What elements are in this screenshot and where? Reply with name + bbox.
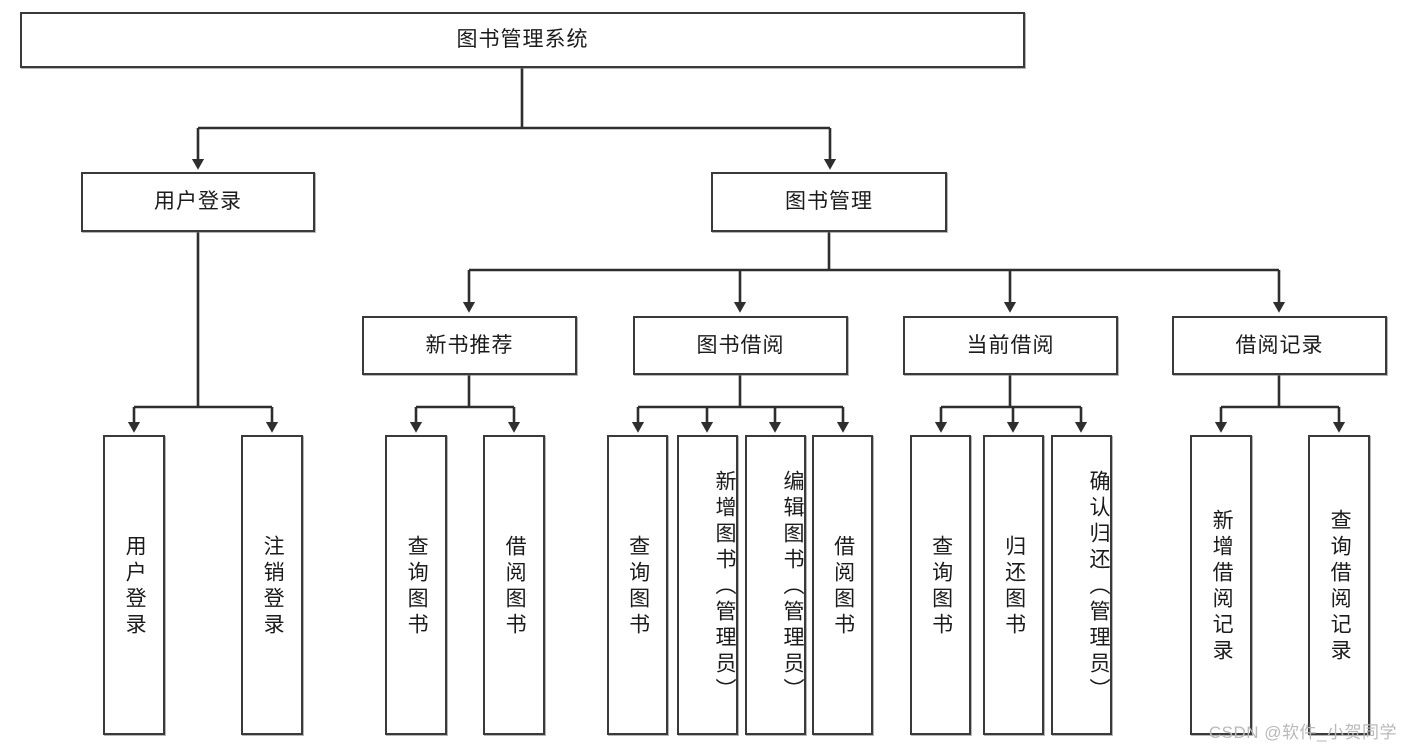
node-leaf-user-login-label: 用户登录	[123, 535, 147, 639]
node-leaf-confirm-return-label: 确认归还（管理员）	[1087, 470, 1110, 704]
node-current-borrow[interactable]: 当前借阅	[903, 316, 1118, 375]
node-book-manage[interactable]: 图书管理	[711, 172, 947, 232]
node-user-login-label: 用户登录	[154, 190, 242, 214]
node-leaf-logout[interactable]: 注销登录	[241, 435, 303, 735]
node-leaf-edit-book-label: 编辑图书（管理员）	[781, 470, 804, 704]
node-leaf-return-book-label: 归还图书	[1002, 535, 1026, 639]
node-leaf-query-book-cur-label: 查询图书	[929, 535, 953, 639]
node-leaf-borrow-book[interactable]: 借阅图书	[812, 435, 873, 735]
node-book-manage-label: 图书管理	[785, 190, 873, 214]
node-leaf-query-book-borrow[interactable]: 查询图书	[607, 435, 668, 735]
node-leaf-borrow-book-label: 借阅图书	[831, 535, 855, 639]
node-leaf-add-record[interactable]: 新增借阅记录	[1190, 435, 1252, 735]
node-leaf-borrow-book-rec-label: 借阅图书	[503, 535, 527, 639]
node-leaf-logout-label: 注销登录	[261, 535, 285, 639]
node-borrow-record-label: 借阅记录	[1235, 333, 1324, 357]
node-new-book-rec-label: 新书推荐	[425, 333, 514, 357]
node-book-borrow[interactable]: 图书借阅	[633, 316, 848, 375]
node-leaf-query-book-rec-label: 查询图书	[405, 535, 429, 639]
node-leaf-edit-book[interactable]: 编辑图书（管理员）	[745, 435, 806, 735]
node-borrow-record[interactable]: 借阅记录	[1172, 316, 1387, 375]
node-leaf-add-book-label: 新增图书（管理员）	[713, 470, 736, 704]
node-root[interactable]: 图书管理系统	[20, 12, 1025, 68]
node-current-borrow-label: 当前借阅	[966, 333, 1055, 357]
node-leaf-confirm-return[interactable]: 确认归还（管理员）	[1051, 435, 1112, 735]
node-leaf-query-record[interactable]: 查询借阅记录	[1308, 435, 1370, 735]
node-leaf-user-login[interactable]: 用户登录	[103, 435, 165, 735]
node-leaf-query-book-borrow-label: 查询图书	[626, 535, 650, 639]
node-user-login[interactable]: 用户登录	[81, 172, 315, 232]
node-leaf-borrow-book-rec[interactable]: 借阅图书	[483, 435, 545, 735]
node-leaf-query-record-label: 查询借阅记录	[1328, 509, 1352, 665]
node-new-book-rec[interactable]: 新书推荐	[362, 316, 577, 375]
node-leaf-add-record-label: 新增借阅记录	[1210, 509, 1234, 665]
csdn-watermark: CSDN @软件_小贺同学	[1208, 723, 1397, 742]
node-leaf-query-book-cur[interactable]: 查询图书	[910, 435, 971, 735]
node-leaf-return-book[interactable]: 归还图书	[983, 435, 1044, 735]
node-leaf-query-book-rec[interactable]: 查询图书	[385, 435, 447, 735]
node-book-borrow-label: 图书借阅	[696, 333, 785, 357]
node-root-label: 图书管理系统	[456, 28, 589, 52]
node-leaf-add-book[interactable]: 新增图书（管理员）	[677, 435, 738, 735]
